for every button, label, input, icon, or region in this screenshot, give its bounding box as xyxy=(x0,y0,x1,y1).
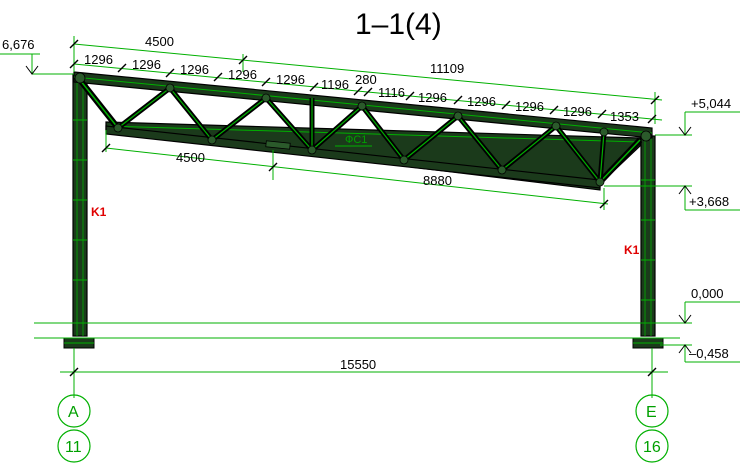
level-zero: 0,000 xyxy=(691,286,724,301)
level-ridge: 6,676 xyxy=(2,37,35,52)
panel-dimensions: 1296 1296 1296 1296 1296 1196 280 1116 1… xyxy=(84,52,639,124)
bottom-dimension-lines xyxy=(101,130,609,210)
left-column-label: K1 xyxy=(91,205,107,219)
left-column xyxy=(63,73,95,349)
axis-letter-left: A xyxy=(68,404,79,421)
bottom-dim-right: 8880 xyxy=(423,173,452,188)
panel-dim: 1296 xyxy=(467,94,496,109)
roof-truss xyxy=(73,71,653,191)
axis-number-left: 11 xyxy=(65,439,82,456)
panel-dim: 1296 xyxy=(228,67,257,82)
right-column xyxy=(632,135,664,349)
top-dim-right: 11109 xyxy=(430,61,464,76)
axis-number-right: 16 xyxy=(643,439,661,456)
level-eave-bottom: +3,668 xyxy=(689,194,729,209)
bottom-dim-left: 4500 xyxy=(176,150,205,165)
top-dimension-lines xyxy=(69,36,663,124)
span-dimension-line xyxy=(60,348,668,398)
panel-dim: 1296 xyxy=(563,104,592,119)
right-column-label: K1 xyxy=(624,243,640,257)
panel-dim: 1196 xyxy=(321,77,349,92)
panel-dim: 1296 xyxy=(418,90,447,105)
span-dimension: 15550 xyxy=(340,357,376,372)
section-title: 1–1(4) xyxy=(355,8,442,41)
panel-dim: 1353 xyxy=(610,109,639,124)
panel-dim: 1296 xyxy=(84,52,113,67)
level-base: –0,458 xyxy=(689,346,729,361)
level-eave-top: +5,044 xyxy=(691,96,731,111)
panel-dim: 1296 xyxy=(515,99,544,114)
level-ridge-marker xyxy=(0,53,74,75)
panel-dim: 1296 xyxy=(276,72,305,87)
panel-dim: 1116 xyxy=(378,85,405,100)
axis-bubbles-right xyxy=(635,394,669,463)
axis-bubbles-left xyxy=(57,394,91,463)
axis-letter-right: E xyxy=(646,404,657,421)
panel-dim: 280 xyxy=(355,72,377,87)
top-dim-left: 4500 xyxy=(145,34,174,49)
panel-dim: 1296 xyxy=(180,62,209,77)
panel-dim: 1296 xyxy=(132,57,161,72)
ground-lines xyxy=(34,322,680,339)
right-level-markers xyxy=(604,111,740,363)
brace-label: ФС1 xyxy=(345,134,367,146)
